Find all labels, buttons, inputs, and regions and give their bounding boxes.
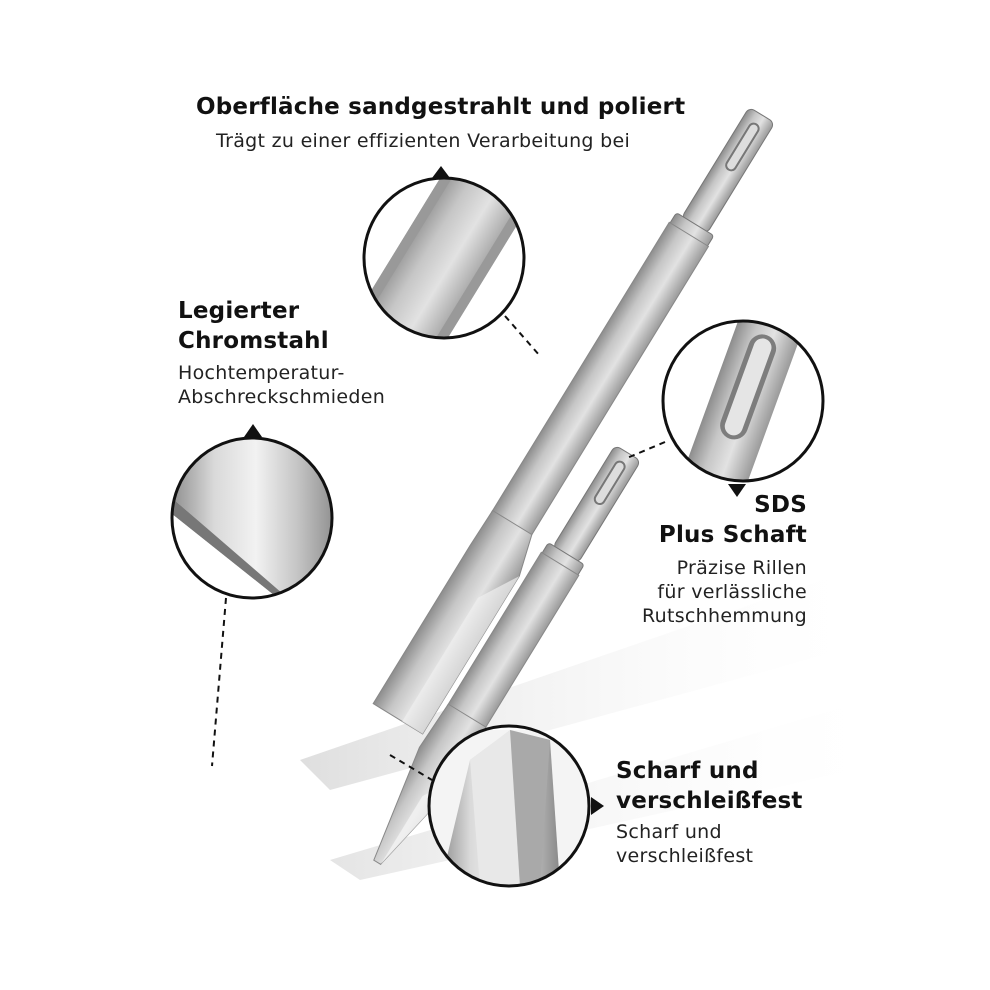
- callout-top-title: Oberfläche sandgestrahlt und poliert: [196, 94, 686, 120]
- leader-line-bottom: [389, 754, 433, 781]
- pointer-top: [432, 166, 450, 178]
- flat-chisel-image: [372, 108, 774, 735]
- callout-bottom-title-1: Scharf und: [616, 758, 759, 784]
- callout-right-subtitle-2: für verlässliche: [657, 581, 807, 603]
- callout-left-subtitle-2: Abschreckschmieden: [178, 386, 386, 408]
- callout-bottom-subtitle-1: Scharf und: [616, 821, 722, 843]
- zoom-circle-sds-shank: [661, 319, 825, 483]
- callout-top-subtitle: Trägt zu einer effizienten Verarbeitung …: [216, 130, 631, 152]
- callout-left-subtitle-1: Hochtemperatur-: [178, 362, 345, 384]
- pointer-right: [728, 484, 746, 497]
- leader-line-right: [626, 441, 666, 459]
- leader-line-left: [211, 597, 227, 767]
- pointer-bottom: [591, 797, 604, 815]
- leader-line-top: [504, 315, 541, 357]
- callout-left-title-1: Legierter: [178, 298, 300, 324]
- pointer-left: [244, 424, 262, 437]
- zoom-circle-point: [427, 724, 591, 888]
- callout-left-title-2: Chromstahl: [178, 328, 329, 354]
- callout-right-title-1: SDS: [754, 492, 807, 518]
- zoom-circle-flat-edge: [170, 436, 334, 600]
- callout-right-title-2: Plus Schaft: [658, 522, 807, 548]
- callout-bottom-title-2: verschleißfest: [616, 788, 803, 814]
- callout-right-subtitle-3: Rutschhemmung: [641, 605, 807, 627]
- callout-bottom-subtitle-2: verschleißfest: [616, 845, 754, 867]
- callout-right-subtitle-1: Präzise Rillen: [676, 557, 807, 579]
